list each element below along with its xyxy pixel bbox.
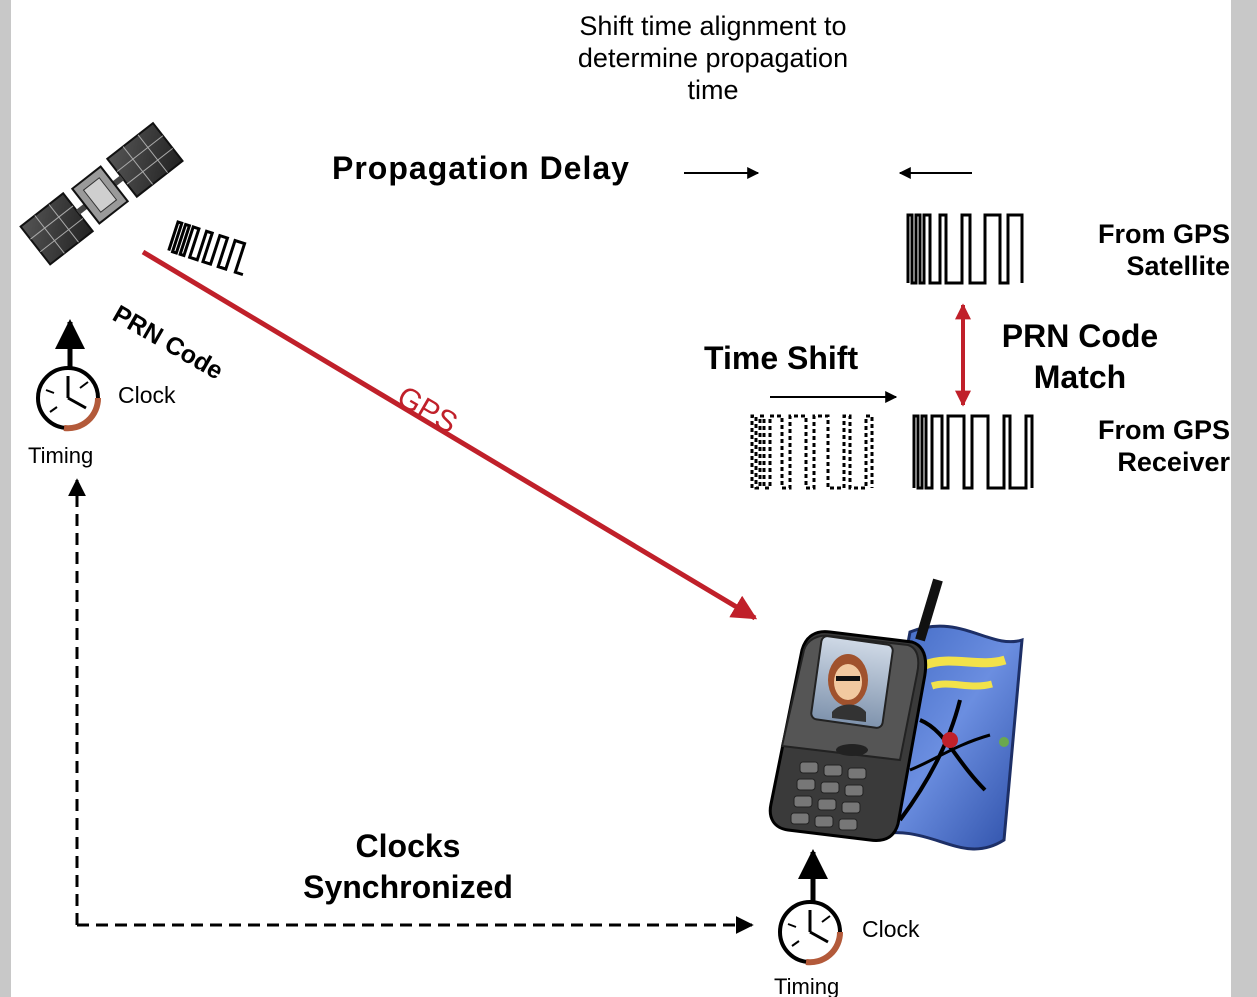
shift-note-line-3: time <box>687 75 739 105</box>
from-receiver-line-1: From GPS <box>1097 415 1230 445</box>
receiver-timing-label: Timing <box>774 974 840 997</box>
satellite-clock-label: Clock <box>118 382 176 408</box>
time-shift-label: Time Shift <box>704 340 859 376</box>
clocks-synchronized-label: Clocks Synchronized <box>248 826 568 908</box>
satellite-timing-label: Timing <box>28 443 94 468</box>
shift-alignment-note: Shift time alignment to determine propag… <box>528 10 898 106</box>
shift-note-line-1: Shift time alignment to <box>579 11 847 41</box>
satellite-code-waveform <box>906 213 1024 285</box>
prn-code-match-label: PRN Code Match <box>980 316 1180 398</box>
from-gps-satellite-label: From GPS Satellite <box>1040 218 1230 282</box>
left-border <box>0 0 11 997</box>
propagation-delay-label: Propagation Delay <box>332 150 630 186</box>
from-receiver-line-2: Receiver <box>1117 447 1230 477</box>
stopwatch-icon <box>36 366 102 432</box>
gps-phone-icon <box>768 578 943 842</box>
satellite-prn-waveform <box>167 220 247 277</box>
from-gps-receiver-label: From GPS Receiver <box>1040 414 1230 478</box>
from-satellite-line-1: From GPS <box>1097 219 1230 249</box>
shift-note-line-2: determine propagation <box>577 43 849 73</box>
stopwatch-icon <box>778 900 844 966</box>
satellite-icon <box>19 121 184 266</box>
receiver-clock-label: Clock <box>862 916 920 942</box>
clocks-sync-line-1: Clocks <box>355 828 461 864</box>
gps-signal-arrow <box>141 249 758 621</box>
prn-code-match-line-2: Match <box>1033 359 1127 395</box>
receiver-code-waveform <box>912 414 1034 490</box>
right-border <box>1231 0 1257 997</box>
from-satellite-line-2: Satellite <box>1126 251 1230 281</box>
shifted-code-waveform <box>750 414 874 490</box>
prn-code-match-line-1: PRN Code <box>1001 318 1159 354</box>
clocks-sync-line-2: Synchronized <box>303 869 513 905</box>
